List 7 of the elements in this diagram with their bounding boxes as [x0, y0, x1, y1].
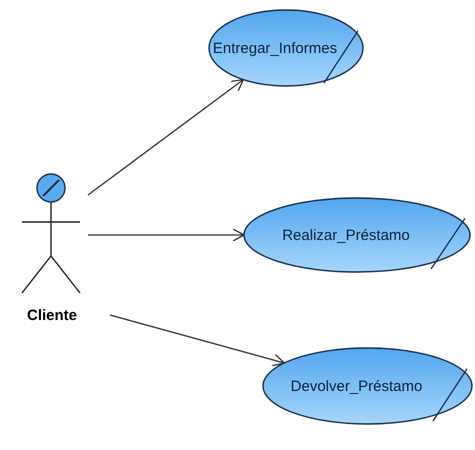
association-arrow	[88, 79, 244, 196]
use-case-name: Devolver_Préstamo	[290, 378, 422, 394]
use-case-name: Realizar_Préstamo	[282, 226, 410, 244]
actor-name: Cliente	[26, 307, 78, 324]
use-case-name: Entregar_Informes	[212, 40, 338, 56]
association-arrow	[110, 314, 285, 367]
association-arrow	[88, 228, 245, 242]
